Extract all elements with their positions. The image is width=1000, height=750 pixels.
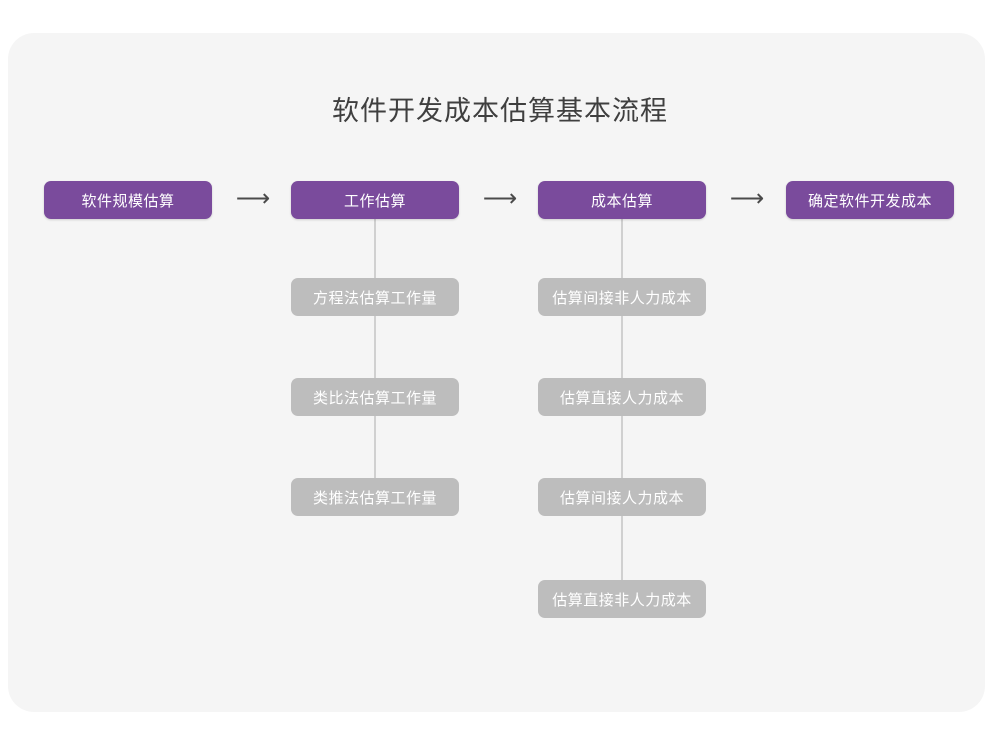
page-title: 软件开发成本估算基本流程 (332, 96, 668, 126)
branch-node-label: 类比法估算工作量 (312, 389, 437, 407)
branch-node-cost-2[interactable]: 估算直接人力成本 (538, 378, 706, 416)
flow-step-label: 软件规模估算 (81, 192, 175, 210)
branch-node-label: 方程法估算工作量 (312, 289, 437, 307)
branch-node-cost-3[interactable]: 估算间接人力成本 (538, 478, 706, 516)
branch-node-effort-3[interactable]: 类推法估算工作量 (291, 478, 459, 516)
connector-line-cost (621, 216, 623, 616)
branch-node-label: 估算间接人力成本 (559, 489, 684, 507)
flow-step-label: 工作估算 (343, 192, 406, 210)
branch-node-label: 估算间接非人力成本 (552, 289, 692, 307)
connector-line-effort (374, 216, 376, 514)
flow-step-label: 确定软件开发成本 (807, 192, 932, 210)
branch-node-effort-2[interactable]: 类比法估算工作量 (291, 378, 459, 416)
diagram-card (8, 33, 985, 712)
flow-arrow-3-icon: ⟶ (729, 184, 765, 212)
flow-step-cost-estimation[interactable]: 成本估算 (538, 181, 706, 219)
branch-node-label: 估算直接非人力成本 (552, 591, 692, 609)
branch-node-label: 估算直接人力成本 (559, 389, 684, 407)
flow-arrow-2-icon: ⟶ (482, 184, 518, 212)
branch-node-cost-1[interactable]: 估算间接非人力成本 (538, 278, 706, 316)
branch-node-cost-4[interactable]: 估算直接非人力成本 (538, 580, 706, 618)
flow-step-software-size-estimation[interactable]: 软件规模估算 (44, 181, 212, 219)
branch-node-label: 类推法估算工作量 (312, 489, 437, 507)
flow-step-effort-estimation[interactable]: 工作估算 (291, 181, 459, 219)
flow-arrow-1-icon: ⟶ (235, 184, 271, 212)
flow-step-label: 成本估算 (590, 192, 653, 210)
flow-step-determine-development-cost[interactable]: 确定软件开发成本 (786, 181, 954, 219)
branch-node-effort-1[interactable]: 方程法估算工作量 (291, 278, 459, 316)
